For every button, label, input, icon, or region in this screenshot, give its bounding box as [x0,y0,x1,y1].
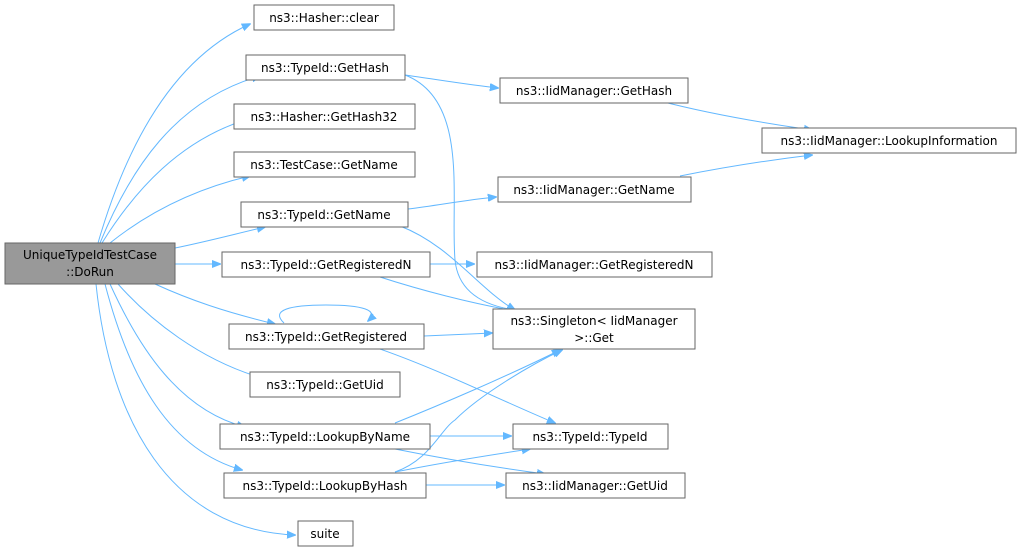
edge-lookupbyname-to-iidmanager-getuid [394,448,545,474]
edge-typeid-getregisteredn-to-singleton [379,276,515,311]
node-suite[interactable]: suite [297,520,354,547]
edges [95,24,812,535]
edge-typeid-getregistered-to-typeid-typeid [379,348,555,423]
edge-iidmanager-gethash-to-lookupinformation [659,100,812,130]
edge-root-to-hasher-clear [97,24,250,244]
node-typeid-lookupbyname[interactable]: ns3::TypeId::LookupByName [219,423,431,450]
edge-lookupbyhash-to-typeid-typeid [394,449,530,473]
node-hasher-gethash32[interactable]: ns3::Hasher::GetHash32 [233,103,416,130]
node-typeid-getuid[interactable]: ns3::TypeId::GetUid [249,371,401,398]
edge-root-to-testcase-getname [109,176,250,244]
node-typeid-getregisteredn[interactable]: ns3::TypeId::GetRegisteredN [221,251,431,278]
edge-typeid-getname-to-singleton [399,225,515,310]
node-label: ns3::TypeId::GetHash [261,61,389,75]
edge-root-to-suite [95,283,295,535]
edge-typeid-gethash-to-singleton [404,74,515,310]
node-label: ns3::IidManager::GetHash [516,84,672,98]
node-typeid-lookupbyhash[interactable]: ns3::TypeId::LookupByHash [223,472,427,499]
node-typeid-getregistered[interactable]: ns3::TypeId::GetRegistered [228,323,425,350]
node-typeid-getname[interactable]: ns3::TypeId::GetName [240,201,409,228]
node-hasher-clear[interactable]: ns3::Hasher::clear [253,4,395,31]
node-label: ns3::TypeId::GetRegisteredN [241,258,412,272]
node-singleton-get[interactable]: ns3::Singleton< IidManager >::Get [492,308,696,350]
edge-root-to-hasher-gethash32 [101,119,248,244]
node-label: ns3::TypeId::LookupByHash [243,479,408,493]
node-label: ns3::TestCase::GetName [250,158,397,172]
node-label: ns3::TypeId::GetRegistered [245,330,407,344]
node-label: suite [310,527,339,541]
node-label-line1: ns3::Singleton< IidManager [510,314,677,328]
node-iidmanager-gethash[interactable]: ns3::IidManager::GetHash [499,77,689,104]
node-label: ns3::IidManager::GetName [513,183,674,197]
node-label-line2: >::Get [574,331,614,345]
root-line2: ::DoRun [66,265,114,279]
edge-root-to-typeid-gethash [99,76,260,244]
edge-lookupbyhash-to-singleton [394,350,562,473]
root-line1: UniqueTypeIdTestCase [23,248,157,262]
node-label: ns3::Hasher::clear [269,11,379,25]
edge-lookupbyname-to-singleton [394,350,560,424]
node-label: ns3::IidManager::GetRegisteredN [494,258,693,272]
edge-typeid-getregistered-self-loop [279,304,372,324]
node-iidmanager-getname[interactable]: ns3::IidManager::GetName [497,176,692,203]
edge-root-to-typeid-lookupbyhash [104,283,242,470]
edge-root-to-typeid-getuid [117,283,262,378]
node-testcase-getname[interactable]: ns3::TestCase::GetName [233,151,416,178]
edge-root-to-typeid-getregistered [154,283,275,324]
edge-typeid-gethash-to-iidmanager-gethash [404,74,498,88]
node-typeid-typeid[interactable]: ns3::TypeId::TypeId [512,423,669,450]
node-label: ns3::TypeId::GetUid [266,378,384,392]
edge-root-to-typeid-lookupbyname [109,283,245,427]
node-typeid-gethash[interactable]: ns3::TypeId::GetHash [245,54,406,81]
node-label: ns3::Hasher::GetHash32 [251,110,398,124]
node-iidmanager-getregisteredn[interactable]: ns3::IidManager::GetRegisteredN [476,251,713,278]
edge-root-to-typeid-getname [174,227,265,249]
node-label: ns3::TypeId::TypeId [532,430,647,444]
edge-typeid-getname-to-iidmanager-getname [407,197,496,210]
node-label: ns3::TypeId::LookupByName [240,430,410,444]
edge-iidmanager-getname-to-lookupinformation [679,155,812,177]
node-root[interactable]: UniqueTypeIdTestCase ::DoRun [4,242,176,285]
node-label: ns3::IidManager::LookupInformation [781,134,998,148]
node-label: ns3::TypeId::GetName [257,208,390,222]
edge-typeid-getregistered-to-singleton [423,333,492,336]
node-label: ns3::IidManager::GetUid [522,479,668,493]
node-iidmanager-getuid[interactable]: ns3::IidManager::GetUid [505,472,686,499]
node-iidmanager-lookupinformation[interactable]: ns3::IidManager::LookupInformation [761,127,1017,154]
